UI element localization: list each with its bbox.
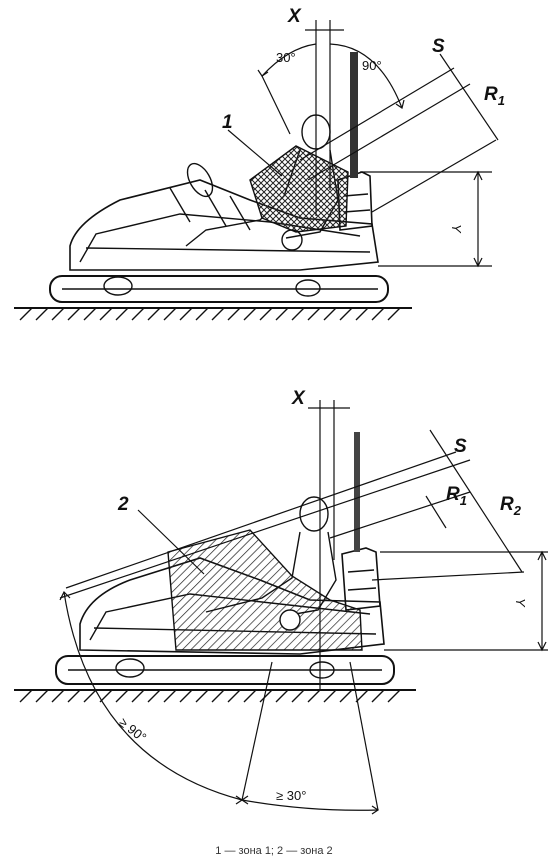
bottom-y-label: Y bbox=[513, 598, 528, 608]
bottom-figure bbox=[14, 400, 548, 815]
top-y-dimension bbox=[360, 170, 492, 268]
top-x-lines bbox=[305, 20, 344, 216]
bottom-angle-arcs bbox=[59, 590, 380, 815]
bottom-angle-30: ≥ 30° bbox=[276, 788, 306, 803]
bottom-zone-leader bbox=[137, 509, 205, 575]
bottom-driver bbox=[205, 496, 337, 631]
top-s-label: S bbox=[432, 36, 445, 57]
top-angle-arcs bbox=[257, 43, 405, 135]
bottom-zone-number: 2 bbox=[117, 494, 129, 515]
bottom-trolley-pole bbox=[354, 432, 360, 552]
top-r1-label: R1 bbox=[484, 84, 505, 108]
top-y-label: Y bbox=[449, 224, 464, 234]
top-angle-90: 90° bbox=[362, 58, 382, 73]
bottom-zone-2 bbox=[167, 529, 363, 651]
bottom-r2-label: R2 bbox=[500, 494, 522, 518]
top-zone-1 bbox=[249, 145, 349, 233]
top-figure bbox=[14, 20, 499, 321]
top-zone-number: 1 bbox=[222, 112, 233, 133]
top-ground bbox=[14, 307, 412, 321]
bottom-r1-label: R1 bbox=[446, 484, 467, 508]
bottom-car-base bbox=[55, 655, 395, 685]
top-angle-30: 30° bbox=[276, 50, 296, 65]
bottom-x-label: X bbox=[291, 388, 306, 409]
bottom-x-lines bbox=[308, 400, 350, 690]
top-slant-lines bbox=[299, 53, 499, 213]
figure-caption: 1 — зона 1; 2 — зона 2 bbox=[215, 845, 333, 857]
bottom-y-dimension bbox=[380, 550, 548, 652]
top-zone-leader bbox=[227, 129, 283, 177]
top-car-base bbox=[49, 275, 389, 303]
top-x-label: X bbox=[287, 6, 302, 27]
bottom-slant-lines bbox=[59, 429, 525, 599]
bottom-seat-back bbox=[341, 547, 381, 611]
bottom-ground bbox=[14, 689, 416, 703]
bottom-s-label: S bbox=[454, 436, 467, 457]
top-trolley-pole bbox=[350, 52, 358, 178]
